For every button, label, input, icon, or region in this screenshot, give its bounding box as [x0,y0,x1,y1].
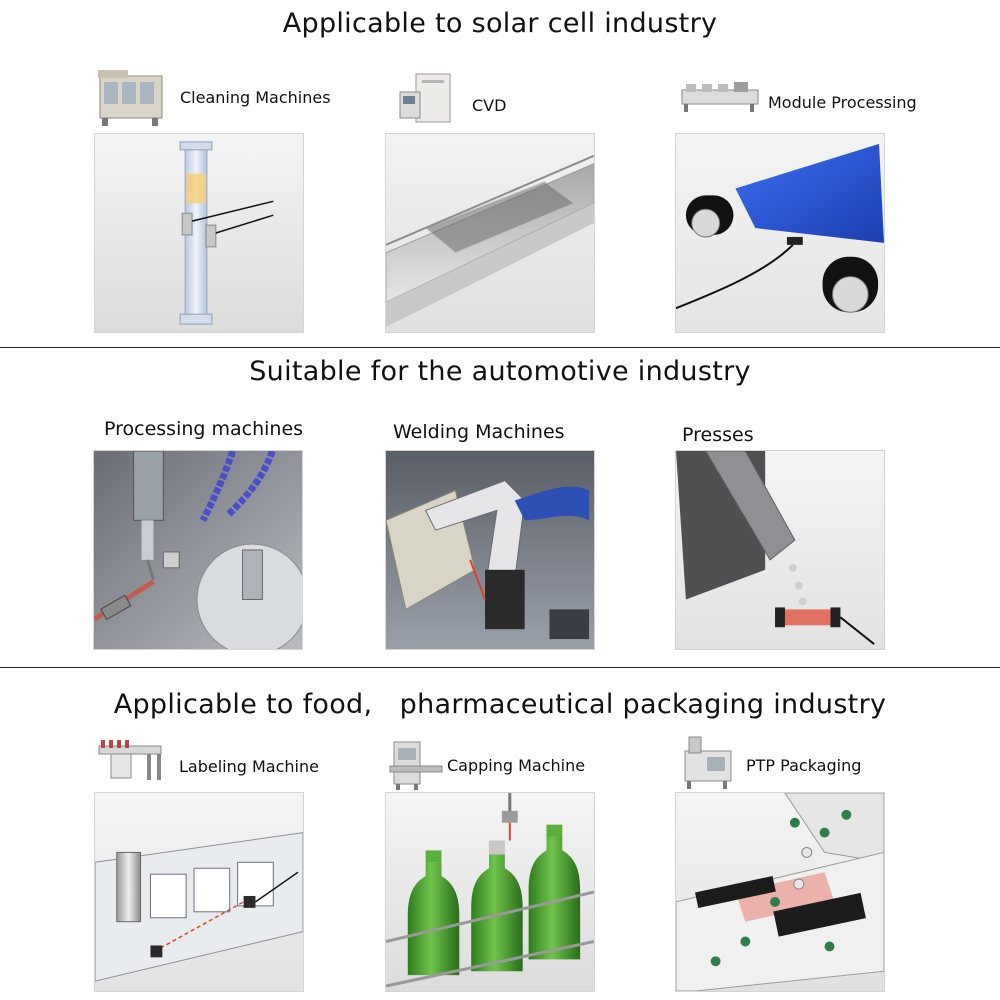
photo-labeling-machine-sensor [94,792,304,992]
label-module-processing: Module Processing [768,93,917,112]
label-labeling-machine: Labeling Machine [179,757,319,776]
label-cleaning-machines: Cleaning Machines [180,88,331,107]
photo-cleaning-machine-sensor [94,133,304,333]
section-divider-1 [0,347,1000,348]
photo-module-processing-sensor [675,133,885,333]
photo-presses-sensor [675,450,885,650]
module-line-icon [680,80,762,116]
capping-machine-icon [388,738,444,790]
photo-processing-machine-sensor [93,450,303,650]
label-cvd: CVD [472,96,507,115]
label-capping-machine: Capping Machine [447,756,586,775]
cvd-machine-icon [396,70,456,126]
section-title-automotive: Suitable for the automotive industry [249,356,751,387]
ptp-machine-icon [681,735,737,791]
label-processing-machines: Processing machines [104,418,304,440]
label-welding-machines: Welding Machines [393,421,565,443]
label-ptp-packaging: PTP Packaging [746,756,862,775]
photo-capping-machine-sensor [385,792,595,992]
label-presses: Presses [682,424,754,446]
labeling-conveyor-icon [95,736,167,788]
photo-welding-machine-sensor [385,450,595,650]
section-divider-2 [0,667,1000,668]
section-title-solar: Applicable to solar cell industry [282,8,718,39]
photo-cvd-sensor [385,133,595,333]
section-title-packaging: Applicable to food, pharmaceutical packa… [113,689,887,720]
cleaning-machine-icon [96,68,168,128]
photo-ptp-packaging-sensor [675,792,885,992]
